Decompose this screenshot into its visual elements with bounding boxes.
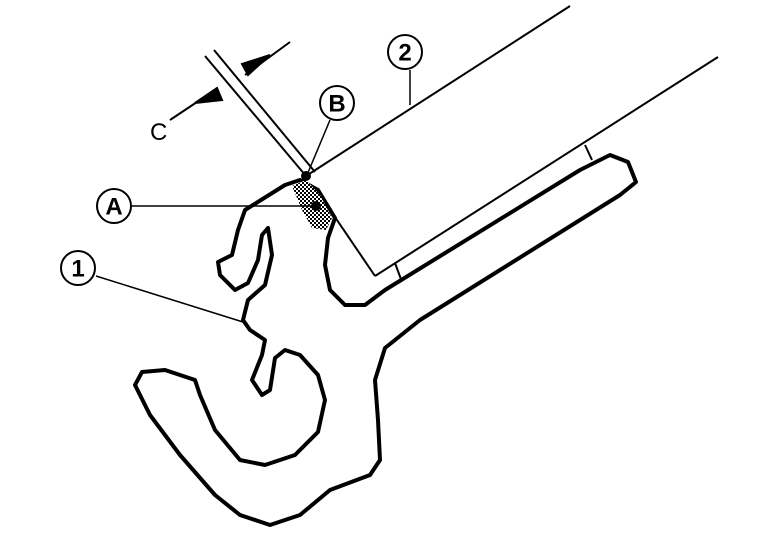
dimension-c xyxy=(169,41,291,121)
callout-a: A xyxy=(96,188,132,224)
callout-b-label: B xyxy=(328,91,345,118)
dimension-c-label: C xyxy=(150,119,167,146)
callout-b: B xyxy=(319,85,355,121)
callout-1: 1 xyxy=(60,250,96,286)
leader-lines xyxy=(95,70,411,323)
part-1-weatherstrip xyxy=(133,153,638,527)
callout-1-label: 1 xyxy=(71,256,84,283)
point-a-dot xyxy=(311,201,321,211)
callout-a-label: A xyxy=(105,194,122,221)
point-b-dot xyxy=(301,171,311,181)
callout-2: 2 xyxy=(387,34,423,70)
callout-2-label: 2 xyxy=(398,40,411,67)
